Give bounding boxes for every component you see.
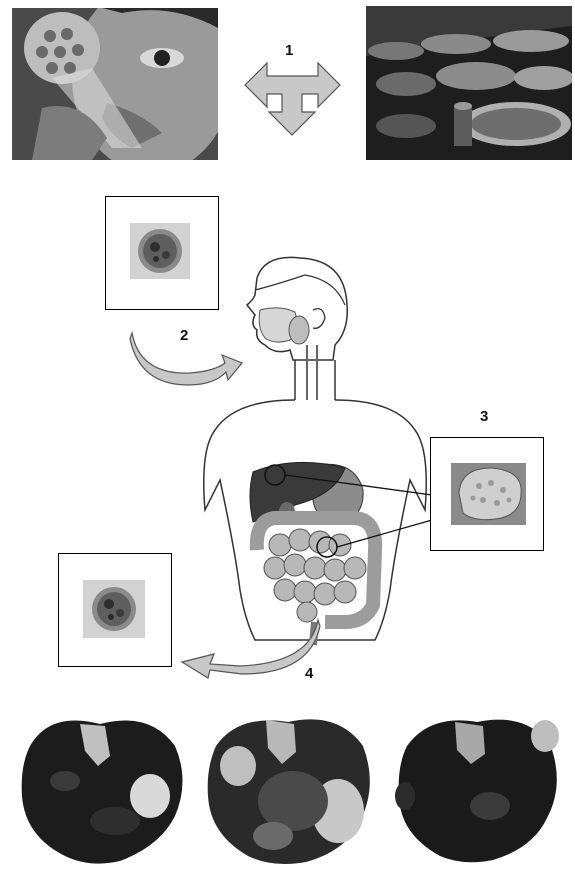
inset-trophozoite-3 (430, 437, 544, 551)
four-way-arrow-icon (245, 60, 340, 138)
photo-food-market (366, 6, 572, 160)
step-1-label: 1 (285, 42, 293, 59)
inset-cyst-4 (58, 553, 172, 667)
trophozoite-micrograph (431, 438, 543, 550)
liver-specimen-photo-3 (385, 706, 565, 871)
person-drinking-illustration (12, 8, 218, 160)
step-4-label: 4 (305, 665, 313, 682)
curved-arrow-icon (180, 618, 320, 678)
liver-specimen-photo-2 (198, 706, 378, 871)
step-3-label: 3 (480, 408, 488, 425)
food-market-illustration (366, 6, 572, 160)
cyst-micrograph-4 (59, 554, 171, 666)
photo-person-drinking (12, 8, 218, 160)
liver-specimen-photo-1 (10, 706, 190, 871)
